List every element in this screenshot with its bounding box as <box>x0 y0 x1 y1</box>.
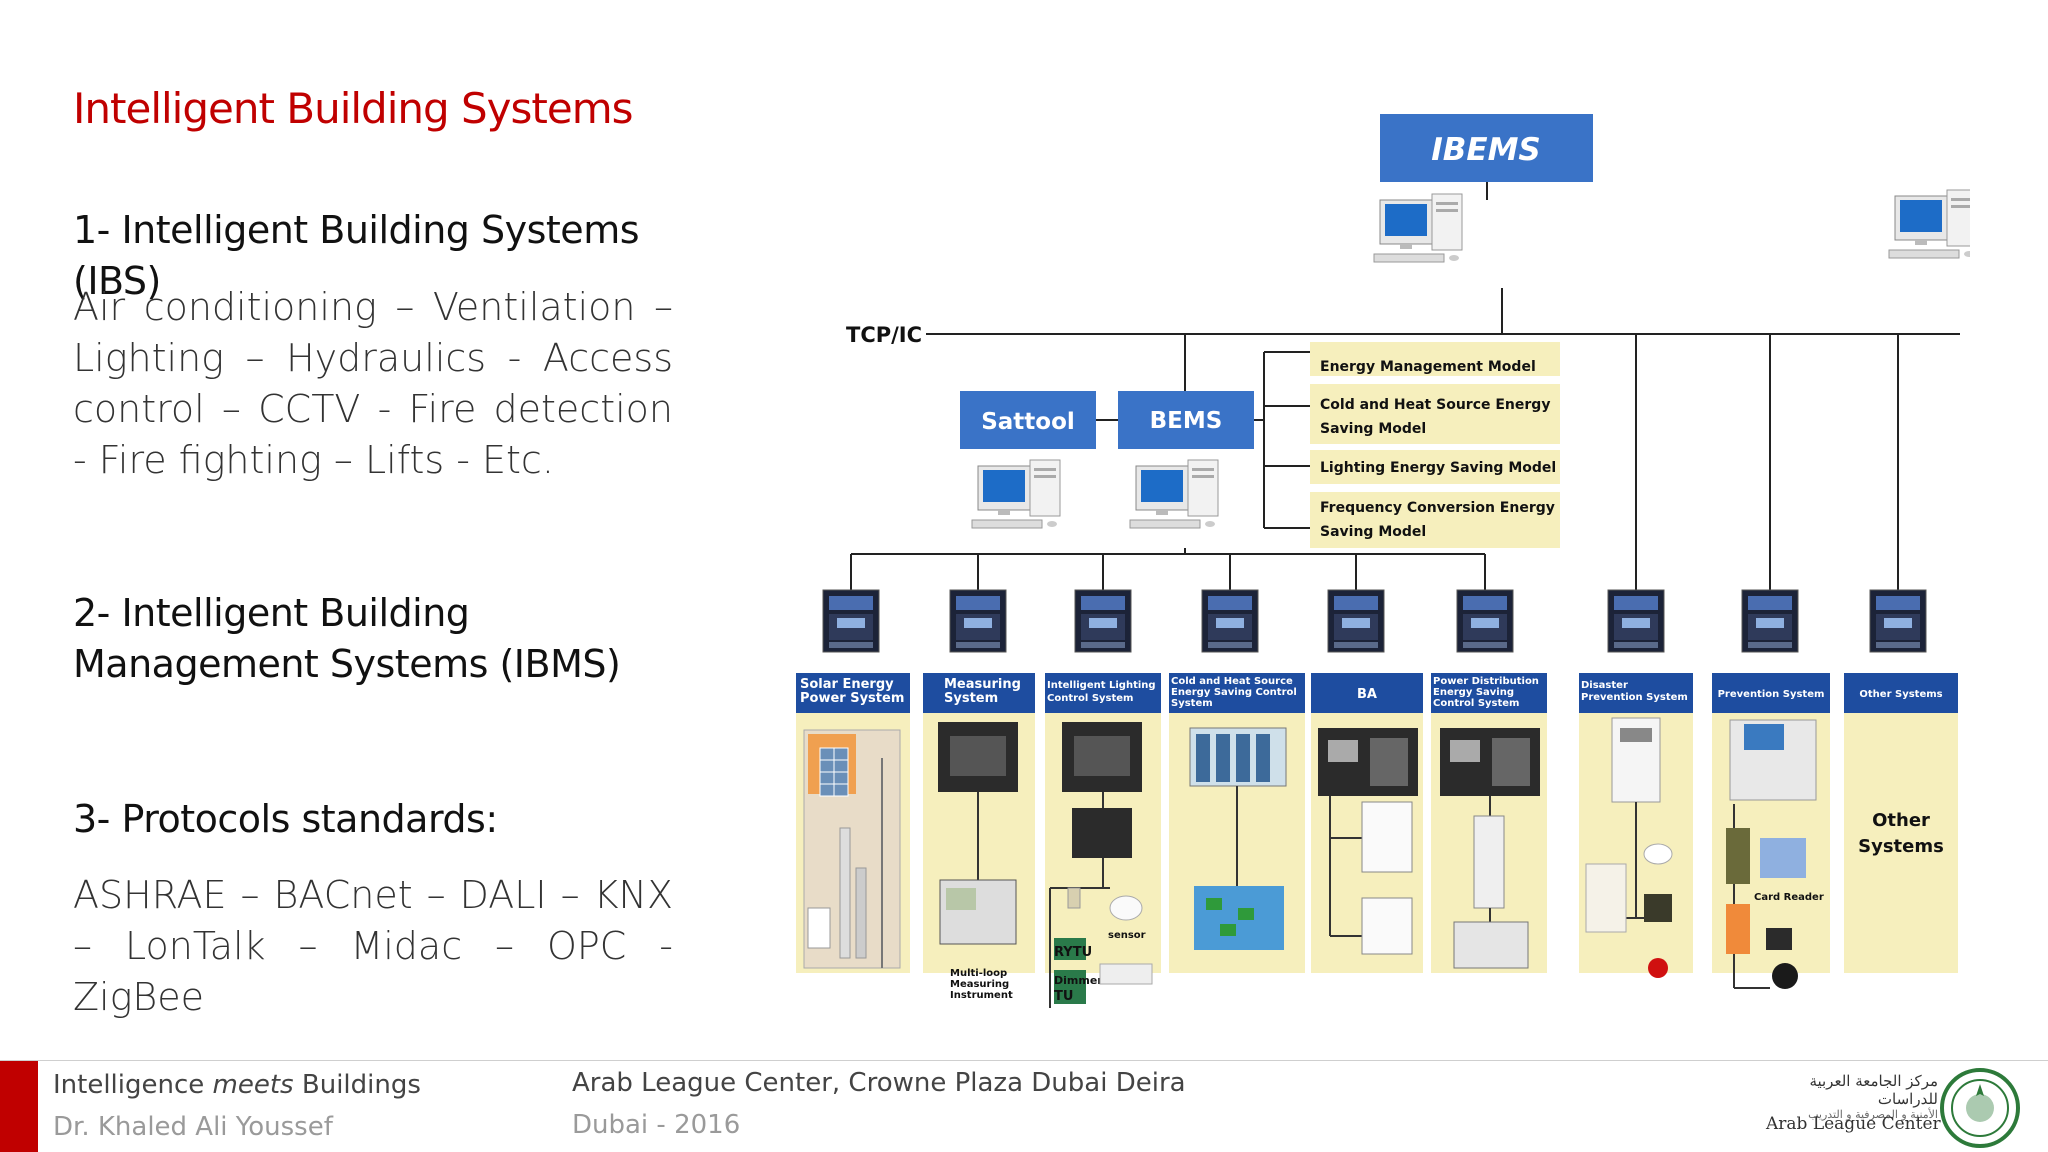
tcp-ic-label: TCP/IC <box>846 323 922 347</box>
subsystem-header-5 <box>1431 673 1547 713</box>
subsystem-3-l2: System <box>1171 698 1213 709</box>
subsystem-2-l1: Control System <box>1047 693 1133 704</box>
dimmer-l1: TU <box>1054 989 1073 1004</box>
model-3-line-1: Saving Model <box>1320 524 1426 540</box>
model-box-0 <box>1310 342 1560 376</box>
footer-place: Dubai - 2016 <box>572 1110 741 1140</box>
section3-heading: 3- Protocols standards: <box>73 797 498 841</box>
rytu-label: RYTU <box>1054 945 1092 960</box>
subsystem-header-6 <box>1579 673 1693 713</box>
subsystem-header-0 <box>796 673 910 713</box>
subsystem-6-l1: Prevention System <box>1581 692 1688 703</box>
model-1-line-1: Saving Model <box>1320 421 1426 437</box>
footer-red-accent <box>0 1061 38 1152</box>
sattool-box <box>960 391 1096 449</box>
dimmer-l0: Dimmer <box>1054 974 1103 987</box>
multiloop-l1: Measuring <box>950 979 1009 990</box>
sattool-label: Sattool <box>981 409 1075 435</box>
other-l0: Other <box>1872 810 1930 831</box>
ibems-box <box>1380 114 1593 182</box>
subsystem-header-2 <box>1045 673 1161 713</box>
card-reader-label: Card Reader <box>1754 892 1824 903</box>
arab-league-seal-icon <box>1940 1068 2020 1148</box>
subsystem-header-1 <box>923 673 1035 713</box>
footer-author: Dr. Khaled Ali Youssef <box>53 1112 333 1142</box>
subsystem-0-l1: Power System <box>800 691 904 706</box>
subsystem-2-l0: Intelligent Lighting <box>1047 680 1156 691</box>
subsystem-1-l0: Measuring <box>944 677 1021 692</box>
bems-label: BEMS <box>1150 408 1223 434</box>
footer-title-post: Buildings <box>293 1070 421 1100</box>
subsystem-5-l2: Control System <box>1433 698 1519 709</box>
subsystem-7-l0: Prevention System <box>1718 689 1825 700</box>
other-l1: Systems <box>1858 836 1944 857</box>
section1-body: Air conditioning – Ventilation – Lightin… <box>73 285 673 482</box>
subsystem-header-4 <box>1311 673 1423 713</box>
logo-arabic-line1: مركز الجامعة العربية للدراسات <box>1809 1072 1938 1108</box>
subsystem-header-7 <box>1712 673 1830 713</box>
model-box-1 <box>1310 384 1560 444</box>
ibems-architecture-diagram: IBEMS TCP/IC Sattool BEMS Energy Managem… <box>796 114 1970 1008</box>
slide-title: Intelligent Building Systems <box>73 84 633 133</box>
multiloop-l2: Instrument <box>950 990 1013 1001</box>
subsystem-1-l1: System <box>944 691 998 706</box>
section3-body: ASHRAE – BACnet – DALI – KNX – LonTalk –… <box>73 873 673 1019</box>
logo-arabic-line2: الأمنية و المصرفية و التدريب <box>1808 1108 1938 1121</box>
footer-title-em: meets <box>212 1070 294 1100</box>
model-box-3 <box>1310 492 1560 548</box>
subsystem-3-l0: Cold and Heat Source <box>1171 676 1293 687</box>
sensor-label: sensor <box>1108 930 1146 941</box>
footer-divider <box>0 1060 2048 1061</box>
footer-title-pre: Intelligence <box>53 1070 213 1100</box>
subsystem-0-l0: Solar Energy <box>800 677 894 692</box>
model-3-line-0: Frequency Conversion Energy <box>1320 500 1555 516</box>
subsystem-header-8 <box>1844 673 1958 713</box>
subsystem-6-l0: Disaster <box>1581 680 1628 691</box>
model-0-line-0: Energy Management Model <box>1320 359 1536 375</box>
subsystem-5-l1: Energy Saving <box>1433 687 1514 698</box>
multiloop-l0: Multi-loop <box>950 968 1007 979</box>
panel-other <box>1844 673 1958 973</box>
subsystem-8-l0: Other Systems <box>1859 689 1942 700</box>
subsystem-5-l0: Power Distribution <box>1433 676 1539 687</box>
model-2-line-0: Lighting Energy Saving Model <box>1320 460 1556 476</box>
model-1-line-0: Cold and Heat Source Energy <box>1320 397 1550 413</box>
ibems-label: IBEMS <box>1431 132 1541 168</box>
footer-venue: Arab League Center, Crowne Plaza Dubai D… <box>572 1068 1186 1098</box>
model-box-2 <box>1310 450 1560 484</box>
logo-english: Arab League Center <box>1766 1114 1941 1134</box>
footer-title: Intelligence meets Buildings <box>53 1070 421 1100</box>
subsystem-3-l1: Energy Saving Control <box>1171 687 1297 698</box>
subsystem-4-l0: BA <box>1357 687 1377 702</box>
bems-box <box>1118 391 1254 449</box>
section1-heading: 1- Intelligent Building Systems (IBS) <box>73 208 640 303</box>
logo-arabic: مركز الجامعة العربية للدراسات الأمنية و … <box>1758 1072 1938 1121</box>
section2-heading: 2- Intelligent Building Management Syste… <box>73 591 621 686</box>
subsystem-header-3 <box>1169 673 1305 713</box>
